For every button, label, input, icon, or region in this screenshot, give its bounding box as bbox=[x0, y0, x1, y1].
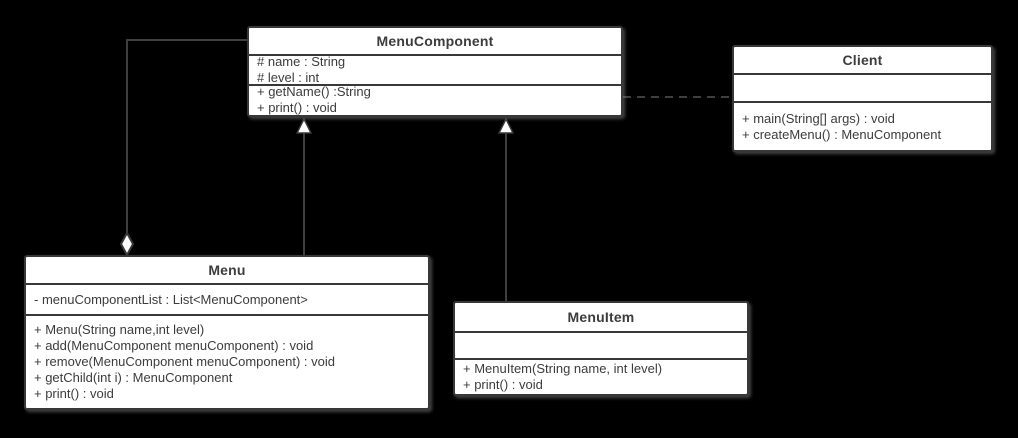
class-client[interactable]: Client + main(String[] args) : void + cr… bbox=[732, 45, 993, 152]
class-title: MenuComponent bbox=[376, 33, 494, 49]
method-row: + getName() :String bbox=[257, 84, 371, 100]
method-row: + Menu(String name,int level) bbox=[34, 322, 205, 337]
method-row: + getChild(int i) : MenuComponent bbox=[34, 370, 233, 385]
method-row: + print() : void bbox=[34, 386, 114, 401]
class-menucomponent[interactable]: MenuComponent # name : String # level : … bbox=[247, 26, 623, 117]
method-row: + add(MenuComponent menuComponent) : voi… bbox=[34, 338, 314, 353]
class-attributes bbox=[734, 73, 991, 101]
attribute-row: # level : int bbox=[257, 69, 320, 84]
method-row: + main(String[] args) : void bbox=[742, 110, 895, 126]
class-methods: + Menu(String name,int level) + add(Menu… bbox=[26, 314, 428, 408]
class-methods: + main(String[] args) : void + createMen… bbox=[734, 101, 991, 150]
generalization-connector-menu[interactable] bbox=[295, 117, 313, 255]
attribute-row: - menuComponentList : List<MenuComponent… bbox=[34, 291, 308, 307]
class-title: MenuItem bbox=[567, 309, 635, 325]
generalization-triangle-icon bbox=[295, 117, 313, 134]
attribute-row: # name : String bbox=[257, 54, 346, 69]
class-attributes: # name : String # level : int bbox=[249, 54, 621, 84]
class-menuitem[interactable]: MenuItem + MenuItem(String name, int lev… bbox=[453, 301, 749, 396]
method-row: + print() : void bbox=[463, 377, 543, 392]
class-attributes: - menuComponentList : List<MenuComponent… bbox=[26, 283, 428, 314]
aggregation-diamond-icon bbox=[119, 230, 135, 258]
class-menu[interactable]: Menu - menuComponentList : List<MenuComp… bbox=[24, 255, 430, 410]
generalization-triangle-icon bbox=[497, 117, 515, 134]
method-row: + MenuItem(String name, int level) bbox=[463, 361, 663, 376]
class-methods: + MenuItem(String name, int level) + pri… bbox=[455, 358, 747, 394]
class-title: Client bbox=[842, 52, 883, 68]
method-row: + remove(MenuComponent menuComponent) : … bbox=[34, 354, 335, 369]
class-title: Menu bbox=[208, 262, 246, 278]
method-row: + createMenu() : MenuComponent bbox=[742, 126, 942, 142]
class-methods: + getName() :String + print() : void bbox=[249, 83, 621, 115]
method-row: + print() : void bbox=[257, 100, 337, 115]
aggregation-connector[interactable] bbox=[119, 39, 247, 258]
generalization-connector-menuitem[interactable] bbox=[497, 117, 515, 301]
class-attributes bbox=[455, 331, 747, 358]
